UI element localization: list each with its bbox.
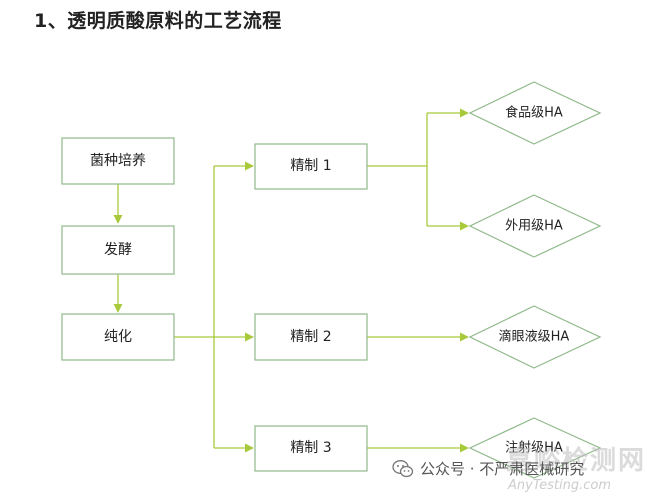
label-refine3: 精制 3 [290, 440, 331, 456]
box-ferment [61, 225, 175, 275]
watermark-account: 公众号 · 不严肃医械研究 [392, 458, 584, 479]
page-title: 1、透明质酸原料的工艺流程 [34, 10, 282, 32]
label-topical: 外用级HA [505, 219, 563, 234]
product-diamonds [468, 81, 602, 479]
label-eyedrop: 滴眼液级HA [499, 329, 570, 345]
box-purify [61, 313, 175, 361]
label-refine2: 精制 2 [290, 329, 331, 345]
box-culture [61, 137, 175, 185]
label-ferment: 发酵 [104, 242, 132, 258]
box-refine1 [254, 143, 368, 190]
connectors [113, 108, 469, 453]
node-labels: 菌种培养 发酵 纯化 精制 1 精制 2 精制 3 食品级HA 外用级HA 滴眼… [90, 105, 569, 457]
watermark-account-text: 公众号 · 不严肃医械研究 [420, 460, 585, 478]
diamond-food [468, 81, 602, 145]
box-refine3 [254, 425, 368, 472]
process-boxes [61, 137, 368, 472]
wechat-icon [392, 459, 414, 479]
diamond-topical [468, 194, 602, 258]
watermark-brand: 嘉峪检测网 [506, 446, 647, 476]
diamond-eyedrop [468, 305, 602, 369]
box-refine2 [254, 313, 368, 361]
diamond-injection [468, 417, 602, 479]
label-refine1: 精制 1 [290, 158, 331, 174]
label-food: 食品级HA [505, 105, 563, 121]
label-culture: 菌种培养 [90, 153, 146, 169]
watermark-url: AnyTesting.com [508, 478, 612, 493]
label-purify: 纯化 [104, 329, 132, 345]
label-injection: 注射级HA [505, 440, 563, 456]
